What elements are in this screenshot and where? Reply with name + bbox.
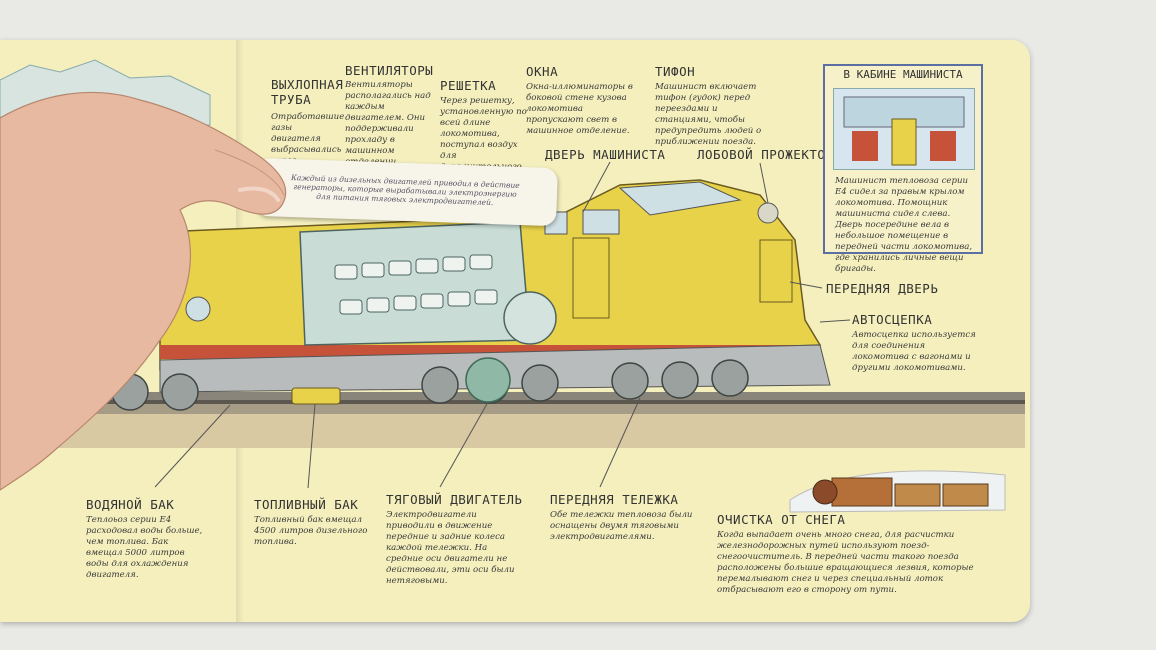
desc-snow: Когда выпадает очень много снега, для ра…	[717, 530, 974, 595]
label-horn: ТИФОН	[655, 64, 696, 79]
front-door-shape	[759, 239, 793, 303]
label-front-bogie: ПЕРЕДНЯЯ ТЕЛЕЖКА	[550, 492, 679, 507]
label-windows: ОКНА	[526, 64, 559, 79]
diesel-engine	[299, 221, 557, 346]
desc-coupler: Автосцепка используется для соединения л…	[852, 330, 976, 373]
label-exhaust: ВЫХЛОПНАЯ ТРУБА	[271, 77, 344, 107]
label-snow: ОЧИСТКА ОТ СНЕГА	[717, 512, 846, 527]
fuel-tank-shape	[291, 387, 341, 405]
cabin-panel: В КАБИНЕ МАШИНИСТА Машинист тепловоза се…	[823, 64, 983, 274]
cabin-illustration	[833, 88, 975, 170]
label-front-door: ПЕРЕДНЯЯ ДВЕРЬ	[826, 281, 939, 296]
ground	[40, 408, 1025, 448]
snow-plough-train	[789, 470, 1006, 513]
side-porthole	[185, 296, 211, 322]
label-headlight: ЛОБОВОЙ ПРОЖЕКТОР	[697, 147, 834, 162]
cabin-text: Машинист тепловоза серии E4 сидел за пра…	[835, 176, 973, 274]
label-fans: ВЕНТИЛЯТОРЫ	[345, 63, 434, 78]
label-driver-door: ДВЕРЬ МАШИНИСТА	[545, 147, 666, 162]
desc-traction-motor: Электродвигатели приводили в движение пе…	[386, 510, 515, 586]
label-traction-motor: ТЯГОВЫЙ ДВИГАТЕЛЬ	[386, 492, 523, 507]
leader-lines	[154, 161, 851, 489]
desc-fuel-tank: Топливный бак вмещал 4500 литров дизельн…	[254, 515, 368, 547]
label-grille: РЕШЕТКА	[440, 78, 497, 93]
desc-windows: Окна-иллюминаторы в боковой стене кузова…	[526, 82, 633, 136]
label-fuel-tank: ТОПЛИВНЫЙ БАК	[254, 497, 359, 512]
label-coupler: АВТОСЦЕПКА	[852, 312, 933, 327]
driver-door	[572, 237, 610, 319]
desc-horn: Машинист включает тифон (гудок) перед пе…	[655, 82, 762, 147]
cabin-title: В КАБИНЕ МАШИНИСТА	[843, 68, 963, 81]
label-water-tank: ВОДЯНОЙ БАК	[86, 497, 175, 512]
cab-window	[582, 209, 620, 235]
desc-water-tank: Теплоьоз серии E4 расходовал воды больше…	[86, 515, 203, 580]
desc-front-bogie: Обе тележки тепловоза были оснащены двум…	[550, 510, 693, 542]
